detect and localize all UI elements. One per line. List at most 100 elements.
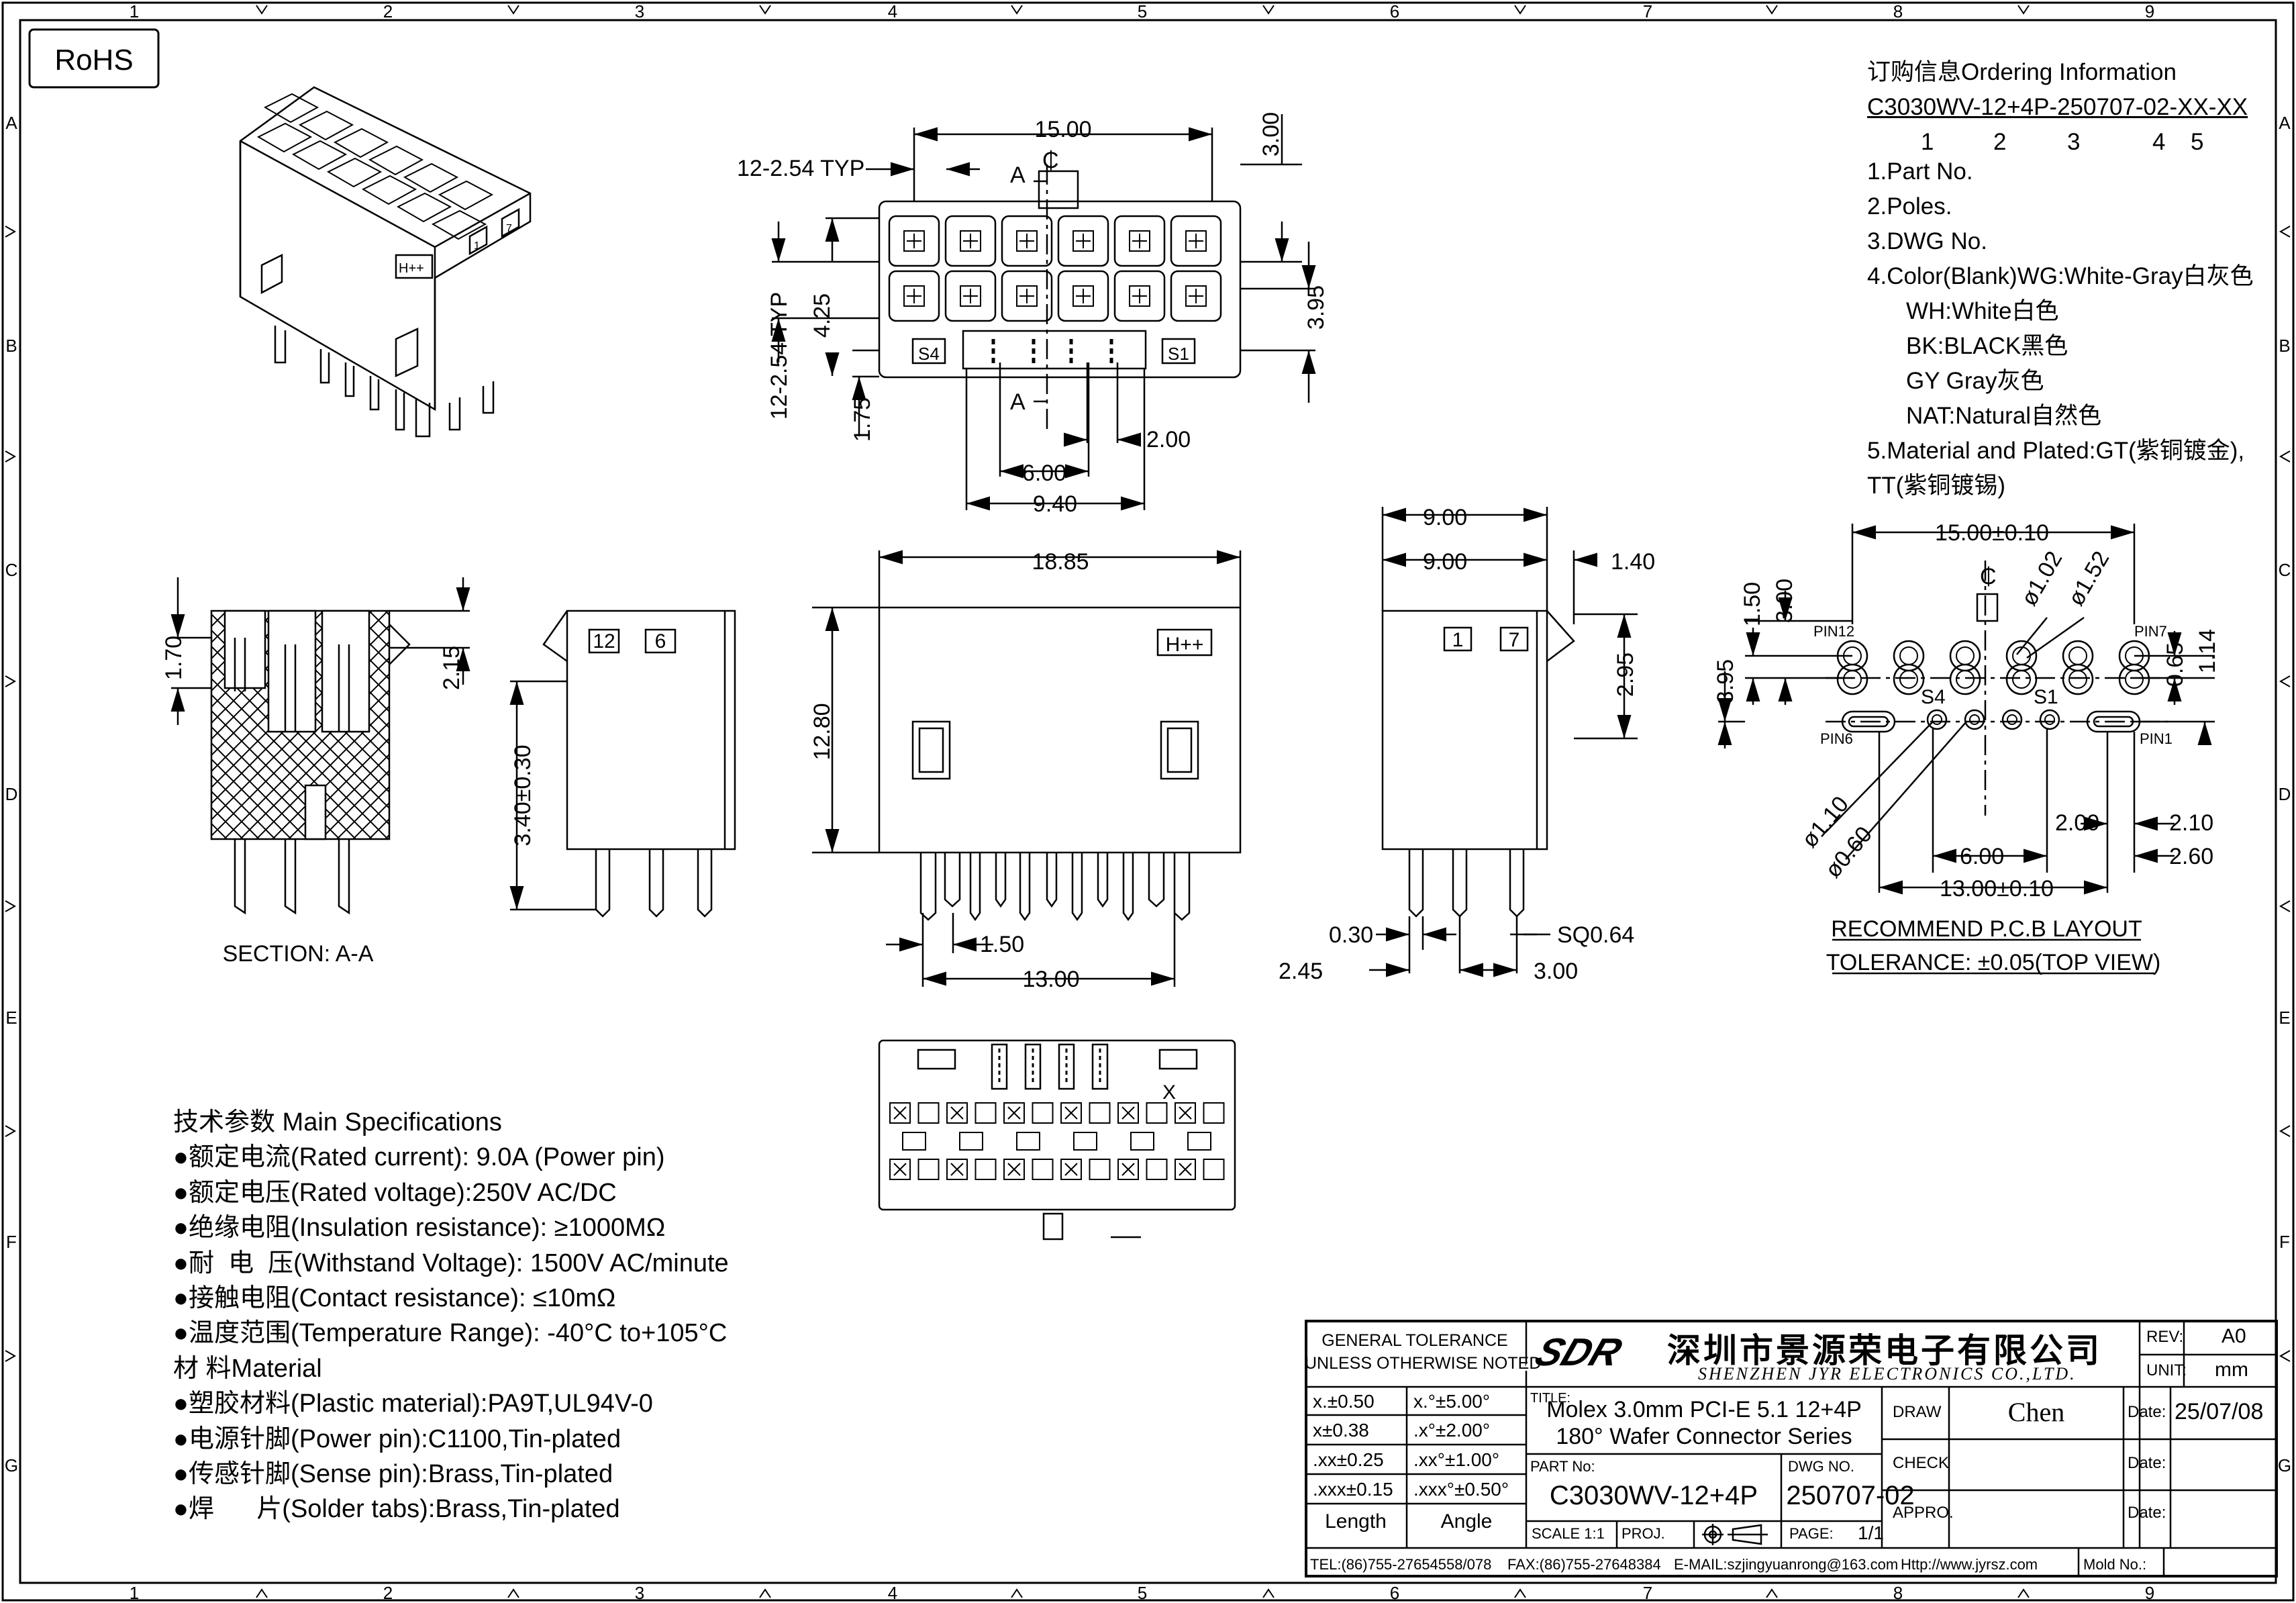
company-name-en: SHENZHEN JYR ELECTRONICS CO.,LTD. <box>1698 1364 2077 1383</box>
code-num-3: 3 <box>2067 129 2081 155</box>
bottom-mid-cell <box>1130 1132 1154 1151</box>
pcb-dim-150: 1.50 <box>1740 582 1765 626</box>
pcb-caption-2: TOLERANCE: ±0.05(TOP VIEW) <box>1826 950 2161 975</box>
page-label: PAGE: <box>1789 1525 1834 1542</box>
bottom-cell-mark <box>1179 1106 1192 1120</box>
bottom-cell-mark <box>950 1106 964 1120</box>
ordering-item: 1.Part No. <box>1867 158 1973 185</box>
frame-tick <box>5 675 17 687</box>
bottom-cell <box>1089 1159 1111 1180</box>
pcb-sense-hole <box>2001 709 2023 730</box>
frame-tick <box>759 5 771 15</box>
code-num-2: 2 <box>1993 129 2007 155</box>
bottom-cell <box>889 1159 911 1180</box>
unit-value: mm <box>2215 1359 2248 1381</box>
top-cavity <box>1170 270 1222 322</box>
dim-typ-h: 12-2.54 TYP <box>737 156 864 181</box>
frame-col-bottom: 9 <box>2145 1583 2154 1603</box>
pcb-hole-inner <box>2012 670 2031 689</box>
frame-col-bottom: 5 <box>1138 1583 1147 1603</box>
tol-row2-length: x±0.38 <box>1313 1420 1369 1441</box>
dim-340: 3.40±0.30 <box>510 744 536 846</box>
bottom-cell <box>1003 1102 1025 1124</box>
frame-col-bottom: 6 <box>1390 1583 1399 1603</box>
top-cavity <box>1001 215 1053 267</box>
bottom-cell-mark <box>1064 1106 1078 1120</box>
frame-tick <box>5 1350 17 1362</box>
footer-http: Http://www.jyrsz.com <box>1901 1556 2038 1573</box>
gen-tol-line1: GENERAL TOLERANCE <box>1321 1331 1508 1350</box>
pcb-centerline: ₵ <box>1980 564 1997 589</box>
frame-row-right: C <box>2279 560 2291 580</box>
frame-tick <box>2279 1125 2291 1137</box>
top-contact <box>903 230 925 252</box>
company-name-cn: 深圳市景源荣电子有限公司 <box>1667 1332 2102 1369</box>
code-num-1: 1 <box>1921 129 1934 155</box>
date-label-2: Date: <box>2128 1454 2166 1472</box>
logo-text: SDR <box>1530 1330 1628 1374</box>
pcb-dim-114: 1.14 <box>2195 629 2220 673</box>
dim-section-170: 1.70 <box>161 636 187 680</box>
ordering-code-numbers: 1 2 3 4 5 <box>1867 125 2254 155</box>
front-pin <box>1173 853 1191 921</box>
pcb-sense-hole-inner <box>2007 714 2017 725</box>
pcb-hole-inner <box>1956 670 1975 689</box>
bottom-slot <box>991 1043 1008 1090</box>
front-pin <box>1148 853 1165 908</box>
pcb-pin12: PIN12 <box>1813 623 1854 640</box>
iso-cavity <box>438 180 494 211</box>
dim-1280: 12.80 <box>809 703 835 760</box>
front-pin <box>1097 853 1109 908</box>
section-caption: SECTION: A-A <box>223 941 374 967</box>
top-cavity <box>888 215 940 267</box>
pcb-hole <box>1893 640 1925 672</box>
top-contact-cross <box>1132 234 1147 248</box>
frame-tick <box>1262 1588 1275 1598</box>
centerline-mark: ₵ <box>1042 148 1059 173</box>
frame-col-top: 9 <box>2145 1 2154 21</box>
bottom-cell-mark <box>1121 1106 1135 1120</box>
angle-label: Angle <box>1440 1510 1493 1533</box>
pcb-dim-15: 15.00±0.10 <box>1935 520 2049 546</box>
spec-item: ●接触电阻(Contact resistance): ≤10mΩ <box>173 1284 616 1313</box>
bottom-mark-x: X <box>1162 1081 1176 1104</box>
frame-col-bottom: 2 <box>383 1583 393 1603</box>
bottom-mid-cell <box>902 1132 926 1151</box>
iso-cavity <box>298 110 354 141</box>
pcb-s1: S1 <box>2034 686 2058 708</box>
dim-295: 2.95 <box>1613 652 1638 697</box>
rev-label: REV: <box>2146 1328 2184 1346</box>
top-contact <box>1072 285 1094 307</box>
bottom-cell-mark <box>893 1163 907 1176</box>
pcb-hole <box>1949 640 1981 672</box>
top-contact-cross <box>963 234 978 248</box>
frame-col-bottom: 1 <box>130 1583 139 1603</box>
dim-245: 2.45 <box>1279 959 1323 984</box>
tol-row3-length: .xx±0.25 <box>1313 1449 1384 1470</box>
iso-cavity <box>368 145 424 176</box>
frame-tick <box>2279 1350 2291 1362</box>
label-hpp: H++ <box>1166 634 1204 656</box>
front-pin <box>995 853 1007 908</box>
bottom-view <box>878 1039 1236 1241</box>
pcb-hole <box>2118 663 2150 695</box>
frame-tick <box>507 1588 519 1598</box>
dwg-no-value: 250707-02 <box>1786 1481 1915 1510</box>
pcb-dim-395: 3.95 <box>1713 659 1738 703</box>
date-label-3: Date: <box>2128 1504 2166 1522</box>
top-contact <box>1185 230 1207 252</box>
dim-1300: 13.00 <box>1022 967 1079 992</box>
part-no-label: PART No: <box>1530 1458 1595 1475</box>
top-contact-cross <box>1076 289 1091 303</box>
top-contact <box>1072 230 1094 252</box>
drawing-title: Molex 3.0mm PCI-E 5.1 12+4P 180° Wafer C… <box>1526 1396 1882 1450</box>
dim-175: 1.75 <box>850 397 875 442</box>
draw-value: Chen <box>2007 1397 2065 1427</box>
pcb-hole <box>2062 640 2094 672</box>
pcb-hole-inner <box>1843 670 1862 689</box>
dim-9b: 9.00 <box>1423 549 1467 575</box>
draw-label: DRAW <box>1893 1403 1942 1421</box>
front-pin <box>1019 853 1031 922</box>
material-item: ●塑胶材料(Plastic material):PA9T,UL94V-0 <box>173 1390 653 1418</box>
bottom-cell <box>946 1102 968 1124</box>
